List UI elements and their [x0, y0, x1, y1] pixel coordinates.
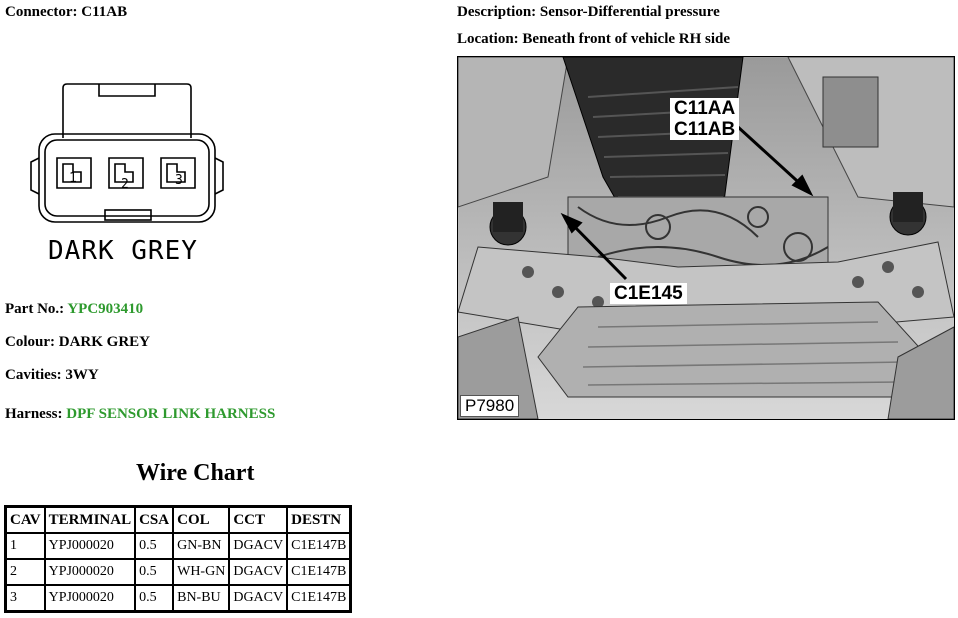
table-cell: C1E147B: [287, 533, 351, 559]
table-cell: DGACV: [229, 559, 288, 585]
table-cell: 0.5: [135, 559, 174, 585]
table-row: 1 YPJ000020 0.5 GN-BN DGACV C1E147B: [6, 533, 351, 559]
table-cell: WH-GN: [173, 559, 230, 585]
table-row: 2 YPJ000020 0.5 WH-GN DGACV C1E147B: [6, 559, 351, 585]
description-label: Description: Sensor-Differential pressur…: [457, 4, 720, 20]
part-no-label: Part No.:: [5, 301, 68, 317]
colour-row: Colour: DARK GREY: [5, 334, 150, 350]
table-header-row: CAV TERMINAL CSA COL CCT DESTN: [6, 507, 351, 533]
table-cell: 3: [6, 585, 45, 611]
table-row: 3 YPJ000020 0.5 BN-BU DGACV C1E147B: [6, 585, 351, 611]
pin-2-label: 2: [121, 177, 129, 192]
column-header: COL: [173, 507, 230, 533]
table-cell: BN-BU: [173, 585, 230, 611]
cavities-row: Cavities: 3WY: [5, 367, 99, 383]
pin-1-label: 1: [69, 171, 77, 186]
wire-chart-table: CAV TERMINAL CSA COL CCT DESTN 1 YPJ0000…: [4, 505, 353, 613]
column-header: DESTN: [287, 507, 351, 533]
harness-link[interactable]: DPF SENSOR LINK HARNESS: [66, 406, 276, 422]
harness-label: Harness:: [5, 406, 67, 422]
table-cell: DGACV: [229, 585, 288, 611]
table-cell: 1: [6, 533, 45, 559]
column-header: TERMINAL: [44, 507, 136, 533]
column-header: CSA: [135, 507, 174, 533]
part-no-link[interactable]: YPC903410: [67, 301, 144, 317]
wire-chart-title: Wire Chart: [136, 460, 255, 486]
pin-3-label: 3: [175, 173, 183, 188]
connector-colour-caption: DARK GREY: [48, 236, 198, 266]
table-cell: C1E147B: [287, 585, 351, 611]
callout-connector-c11aa: C11AA: [670, 98, 740, 119]
harness-row: Harness: DPF SENSOR LINK HARNESS: [5, 406, 275, 423]
table-cell: 2: [6, 559, 45, 585]
table-cell: YPJ000020: [44, 585, 136, 611]
table-cell: 0.5: [135, 533, 174, 559]
table-cell: DGACV: [229, 533, 288, 559]
photo-reference-id: P7980: [460, 395, 520, 417]
table-cell: C1E147B: [287, 559, 351, 585]
location-label: Location: Beneath front of vehicle RH si…: [457, 31, 731, 47]
location-photo: C11AA C11AB C1E145 P7980: [457, 56, 955, 420]
column-header: CAV: [6, 507, 45, 533]
connector-face-diagram: 1 2 3: [30, 83, 224, 223]
part-no-row: Part No.: YPC903410: [5, 301, 143, 318]
table-cell: 0.5: [135, 585, 174, 611]
table-cell: YPJ000020: [44, 559, 136, 585]
column-header: CCT: [229, 507, 288, 533]
callout-connector-c1e145: C1E145: [610, 283, 687, 304]
connector-label: Connector: C11AB: [5, 4, 128, 20]
callout-connector-c11ab: C11AB: [670, 119, 740, 140]
table-cell: YPJ000020: [44, 533, 136, 559]
table-cell: GN-BN: [173, 533, 230, 559]
